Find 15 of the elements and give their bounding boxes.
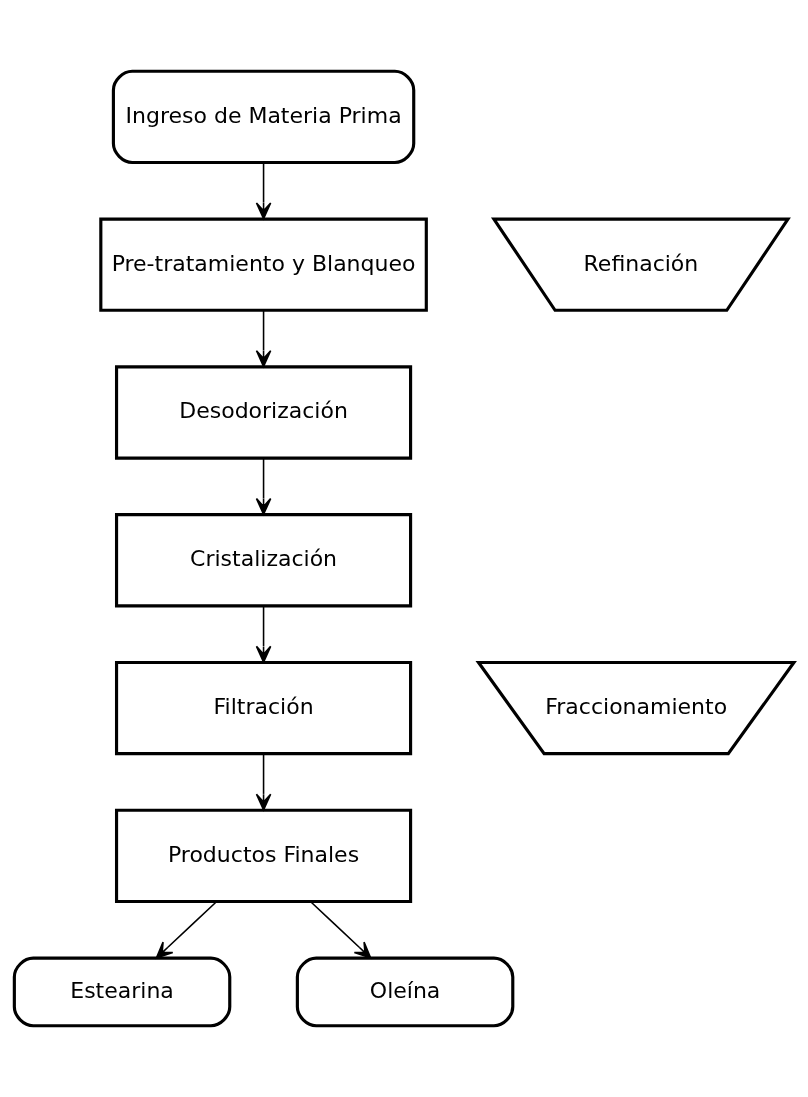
arrow (255, 161, 272, 220)
node-box: Pre-tratamiento y Blanqueo (99, 217, 428, 312)
arrow (255, 309, 272, 368)
node-box: Productos Finales (115, 808, 413, 904)
arrow (309, 900, 372, 959)
arrow (255, 753, 272, 811)
node-box: Desodorización (115, 365, 413, 460)
node-box: Ingreso de Materia Prima (111, 69, 416, 165)
arrow (255, 457, 272, 516)
arrow (155, 900, 218, 959)
arrow (255, 605, 272, 663)
node-box: Filtración (115, 660, 413, 756)
node-box: Cristalización (115, 513, 413, 608)
node-box: Estearina (12, 956, 232, 1028)
node-box: Oleína (295, 956, 515, 1028)
